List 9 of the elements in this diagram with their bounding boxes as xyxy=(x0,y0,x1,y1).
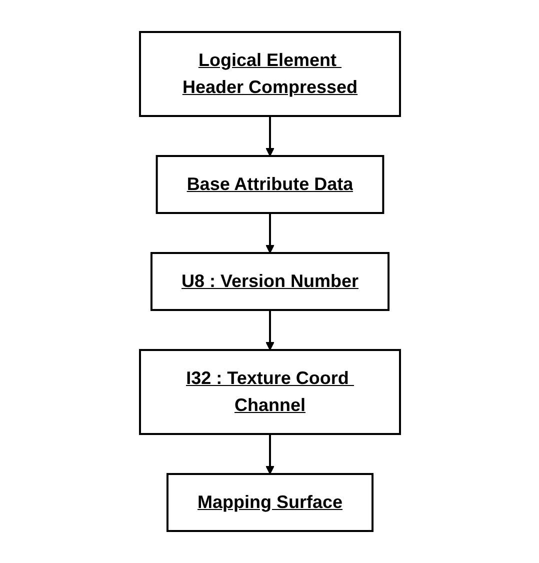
node-box: Base Attribute Data xyxy=(155,155,384,214)
node-box: Mapping Surface xyxy=(166,473,374,532)
arrow xyxy=(265,434,274,474)
node-box: U8 : Version Number xyxy=(150,252,390,311)
node-box: I32 : Texture Coord Channel xyxy=(138,349,400,435)
node-box: Logical Element Header Compressed xyxy=(138,31,400,117)
arrow xyxy=(265,213,274,254)
arrow xyxy=(265,310,274,350)
arrow xyxy=(265,116,274,156)
